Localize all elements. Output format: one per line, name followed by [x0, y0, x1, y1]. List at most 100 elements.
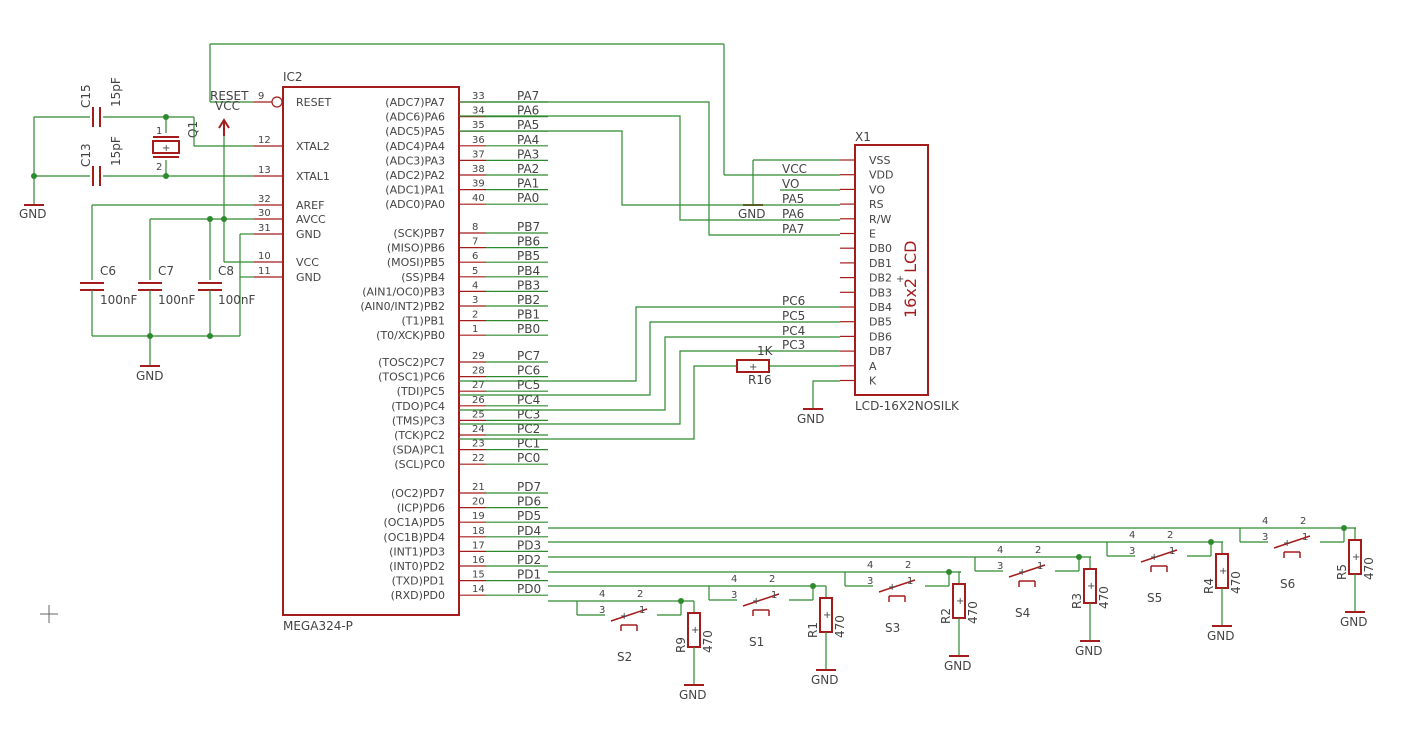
gnd-symbol-crystal: GND	[19, 204, 47, 221]
mcu-pin-name: (SCK)PB7	[393, 227, 445, 240]
pulldown-ref: R2	[939, 608, 953, 624]
switch-pin2: 2	[905, 560, 911, 571]
mcu-pin-number: 33	[472, 91, 485, 102]
switch-pin2: 2	[1300, 516, 1306, 527]
capacitor-c8[interactable]: C8 100nF	[198, 264, 256, 307]
c8-ref: C8	[218, 264, 234, 278]
mcu-net-label: PC6	[517, 364, 540, 378]
c15-value: 15pF	[109, 77, 123, 107]
switch-pin3: 3	[1129, 546, 1135, 557]
mcu-pin-number: 6	[472, 251, 478, 262]
net-pc3-lcd: PC3	[782, 338, 805, 352]
mcu-pin-number: 38	[472, 164, 485, 175]
mcu-net-label: PD1	[517, 568, 541, 582]
crystal-q1[interactable]: + 1 2 Q1	[152, 117, 200, 176]
lcd-plus: +	[896, 274, 904, 285]
net-pc4-lcd: PC4	[782, 324, 805, 338]
lcd-wiring: VCC GND VO PA5 PA6 PA7 PC6 PC5 PC4 PC3	[459, 44, 840, 440]
pulldown-plus: +	[691, 625, 699, 636]
mcu-pin-number: 35	[472, 120, 485, 131]
switch-ref: S4	[1015, 606, 1030, 620]
gnd-label-pulldown: GND	[1340, 615, 1368, 629]
capacitor-c13[interactable]: C13 15pF	[34, 136, 166, 186]
q1-plus: +	[162, 143, 170, 154]
pulldown-value: 470	[966, 601, 980, 624]
resistor-r16[interactable]: + 1K R16	[736, 344, 774, 387]
lcd-pin-name: R/W	[869, 213, 891, 226]
mcu-pin-name: (OC1A)PD5	[383, 516, 445, 529]
mcu-pin-name: (ADC4)PA4	[385, 140, 445, 153]
capacitor-c7[interactable]: C7 100nF	[138, 264, 196, 307]
lcd-pin-name: A	[869, 360, 877, 373]
mcu-pin-number: 24	[472, 424, 485, 435]
switch-ref: S1	[749, 635, 764, 649]
mcu-pin-number: 40	[472, 193, 485, 204]
mcu-pin-name: (SCL)PC0	[394, 458, 445, 471]
lcd-pin-name: DB7	[869, 345, 892, 358]
pulldown-value: 470	[1229, 571, 1243, 594]
lcd-pin-name: K	[869, 375, 877, 388]
gnd-label-crystal: GND	[19, 207, 47, 221]
decoupling-section: C6 100nF C7 100nF C8 100nF GND	[80, 204, 256, 383]
mcu-pin-name: (SDA)PC1	[392, 444, 445, 457]
lcd-pin-name: DB6	[869, 330, 892, 343]
mcu-net-label: PB7	[517, 220, 540, 234]
pulldown-plus: +	[1087, 581, 1095, 592]
mcu-pin-name: (OC2)PD7	[391, 487, 445, 500]
mcu-net-label: PA3	[517, 147, 539, 161]
q1-pin2: 2	[156, 162, 162, 173]
r16-ref: R16	[748, 373, 772, 387]
capacitor-c15[interactable]: C15 15pF	[34, 77, 166, 127]
switch-pin2: 2	[769, 574, 775, 585]
mcu-net-label: PD2	[517, 553, 541, 567]
mcu-pin-name: GND	[296, 228, 321, 241]
mcu-pin-number: 20	[472, 497, 485, 508]
lcd-title: 16x2 LCD	[901, 241, 920, 319]
switch-junction	[810, 583, 816, 589]
pulldown-ref: R1	[806, 622, 820, 638]
pulldown-ref: R3	[1070, 593, 1084, 609]
mcu-net-label: PC7	[517, 349, 540, 363]
capacitor-c6[interactable]: C6 100nF	[80, 264, 138, 307]
mcu-pin-name: (INT1)PD3	[389, 545, 445, 558]
pulldown-plus: +	[1352, 552, 1360, 563]
mcu-pin-number: 16	[472, 555, 485, 566]
switch-junction	[678, 598, 684, 604]
mcu-net-label: PA2	[517, 162, 539, 176]
lcd-x1[interactable]: X1 LCD-16X2NOSILK 16x2 LCD + VSSVDDVORSR…	[840, 130, 960, 413]
switch-lever	[1008, 564, 1046, 578]
mcu-pin-name: (OC1B)PD4	[383, 531, 445, 544]
switch-ref: S2	[617, 650, 632, 664]
mcu-net-label: PC2	[517, 422, 540, 436]
mcu-pin-number: 30	[258, 208, 271, 219]
switch-lever	[610, 608, 648, 622]
lcd-ref: X1	[855, 130, 871, 144]
c7-ref: C7	[158, 264, 174, 278]
mcu-pin-name: (TDO)PC4	[391, 400, 445, 413]
mcu-net-label: PC5	[517, 378, 540, 392]
net-pa5-lcd: PA5	[782, 192, 804, 206]
switch-pin1: 1	[1302, 532, 1308, 543]
switch-lever	[878, 579, 916, 593]
lcd-pin-name: DB5	[869, 316, 892, 329]
mcu-pin-number: 27	[472, 380, 485, 391]
mcu-pin-name: (SS)PB4	[401, 271, 445, 284]
mcu-pin-number: 8	[472, 222, 478, 233]
mcu-pin-number: 14	[472, 584, 485, 595]
mcu-net-label: PC4	[517, 393, 540, 407]
mcu-pin-reset-bubble	[271, 96, 283, 108]
